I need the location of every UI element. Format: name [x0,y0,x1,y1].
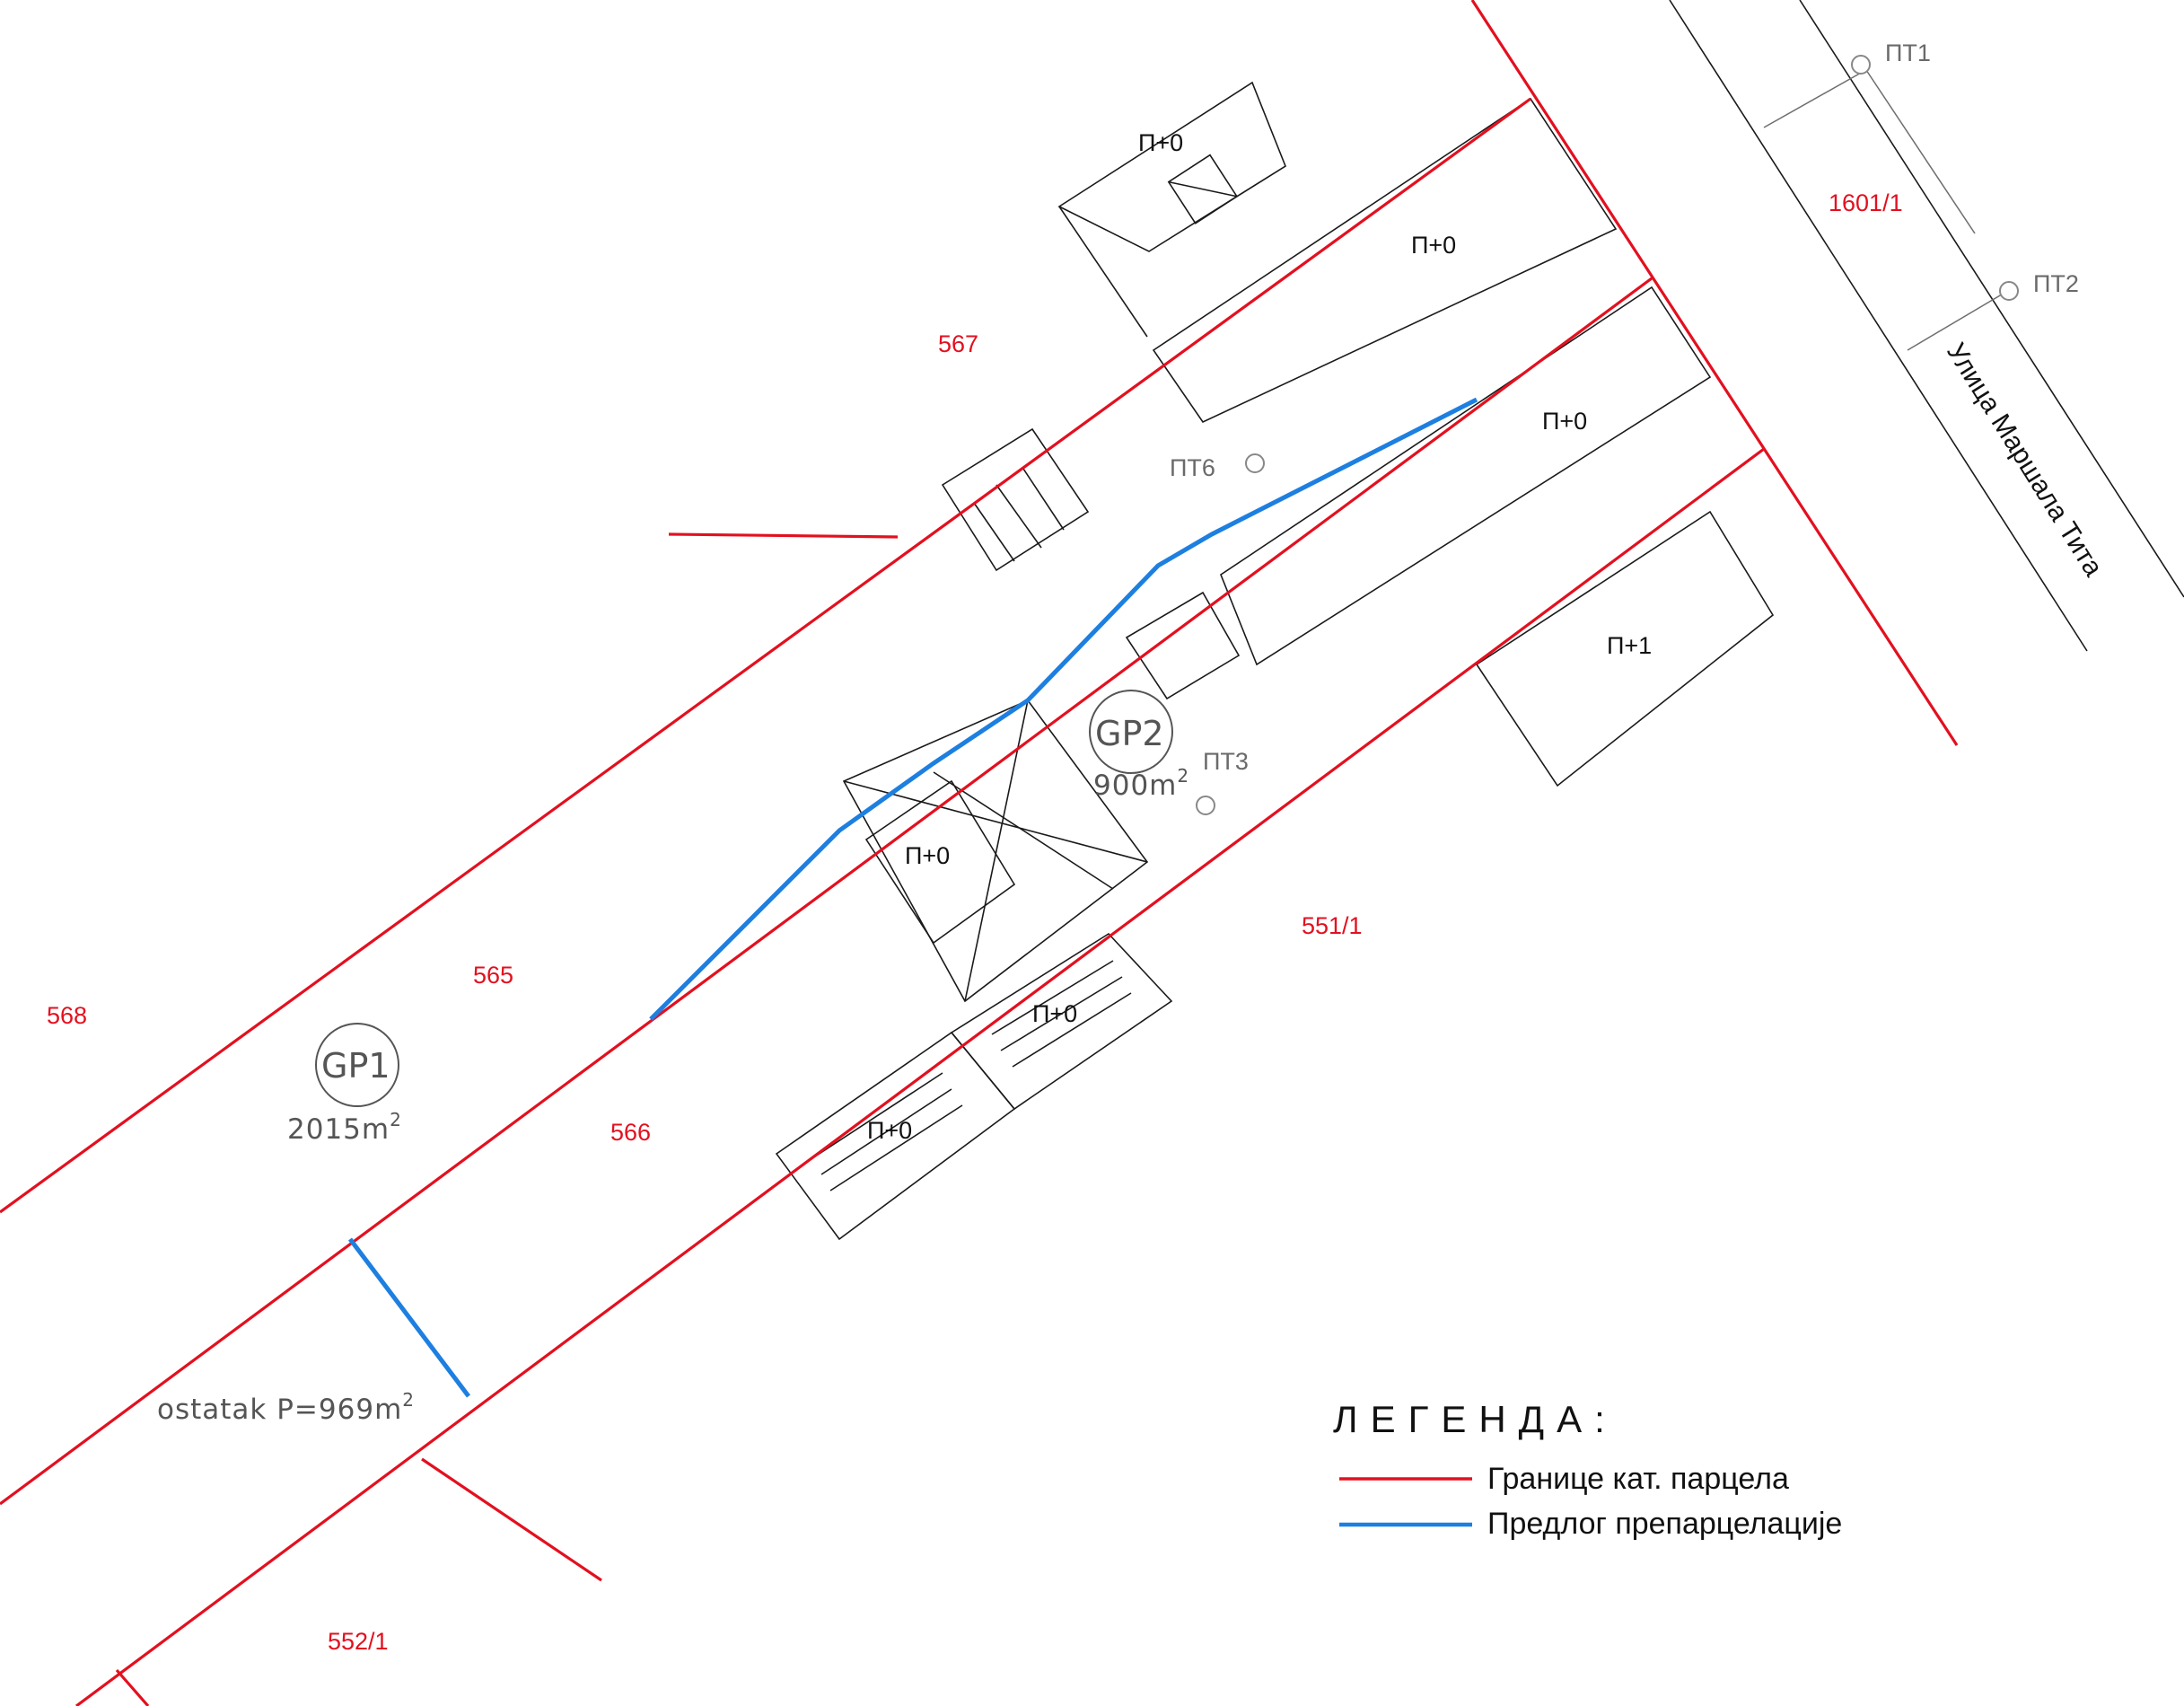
pt1-marker [1851,55,1871,75]
street-name: Улица Маршала Тита [1941,338,2109,582]
gp1-name: GP1 [321,1046,390,1086]
building-label: П+0 [905,842,950,869]
building-label: П+1 [1607,632,1652,659]
buildings [775,81,1775,1241]
legend-label-proposal: Предлог препарцелације [1487,1507,1842,1541]
gp1-circle [315,1023,399,1107]
street-lines [1669,0,2184,652]
legend-title: ЛЕГЕНДА: [1333,1398,1618,1440]
building-label: П+0 [1542,408,1587,435]
parcel-label-565: 565 [473,962,513,989]
pt3-label: ПТ3 [1203,748,1249,775]
pt6-label: ПТ6 [1170,454,1215,481]
gp2-name: GP2 [1095,714,1164,753]
parcel-label-552-1: 552/1 [328,1628,389,1655]
gp1-area: 2015m2 [287,1109,402,1146]
parcel-label-567: 567 [938,330,978,357]
parcel-label-566: 566 [610,1119,651,1146]
gp2-circle [1089,690,1173,774]
legend-label-boundary: Границе кат. парцела [1487,1462,1789,1496]
pt2-marker [1999,281,2019,301]
pt3-marker [1196,796,1215,815]
building-label: П+0 [1411,232,1456,259]
legend: ЛЕГЕНДА: Границе кат. парцела Предлог пр… [1333,1398,1842,1541]
parcel-label-568: 568 [47,1002,87,1029]
pt1-label: ПТ1 [1885,40,1931,66]
survey-points [1196,55,2019,815]
parcel-label-551-1: 551/1 [1302,912,1363,939]
parcel-boundaries [0,0,1959,1706]
building-label: П+0 [867,1117,912,1144]
remainder-area: ostatak P=969m2 [157,1389,415,1426]
building-label: П+0 [1138,129,1183,156]
pt6-marker [1245,453,1265,473]
parcel-label-1601-1: 1601/1 [1829,189,1903,216]
reparcelation-proposal [348,397,1478,1398]
building-label: П+0 [1032,1000,1077,1027]
pt2-label: ПТ2 [2033,270,2079,297]
gp2-area: 900m2 [1093,765,1189,802]
